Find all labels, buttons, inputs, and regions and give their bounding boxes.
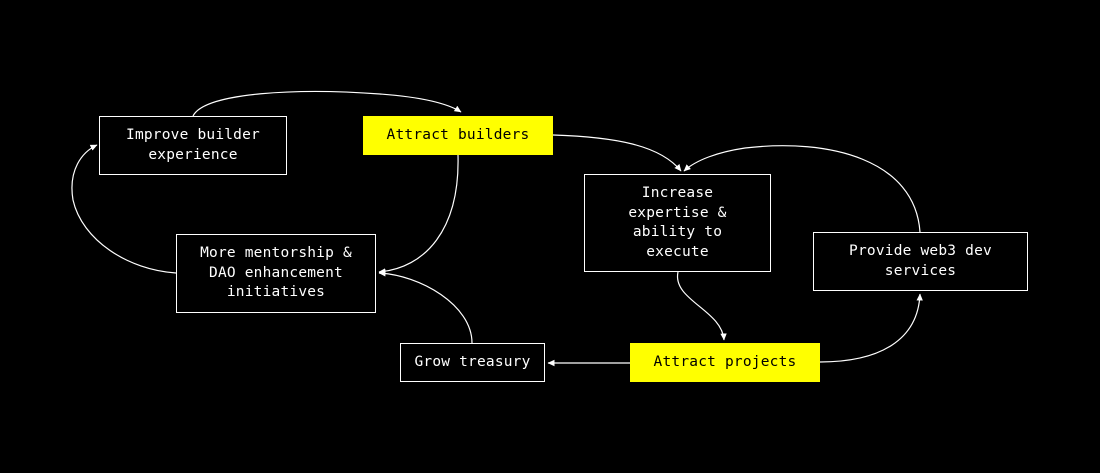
edge-attract-builders-to-mentorship [378,154,459,275]
node-attract-builders: Attract builders [363,116,553,155]
edge-improve-to-attract-builders [192,90,462,117]
edge-grow-treasury-to-mentorship [378,270,473,344]
node-mentorship-initiatives: More mentorship & DAO enhancement initia… [176,234,376,313]
edge-attract-projects-to-web3-services [819,293,923,363]
edge-web3-services-to-increase-expertise [683,145,921,233]
node-provide-web3-dev-services: Provide web3 dev services [813,232,1028,291]
edge-increase-expertise-to-attract-projects [677,271,727,341]
node-improve-builder-experience: Improve builder experience [99,116,287,175]
edge-attract-builders-to-increase-expertise [552,134,682,172]
edge-mentorship-to-improve [71,144,177,274]
node-attract-projects: Attract projects [630,343,820,382]
node-grow-treasury: Grow treasury [400,343,545,382]
node-increase-expertise: Increase expertise & ability to execute [584,174,771,272]
